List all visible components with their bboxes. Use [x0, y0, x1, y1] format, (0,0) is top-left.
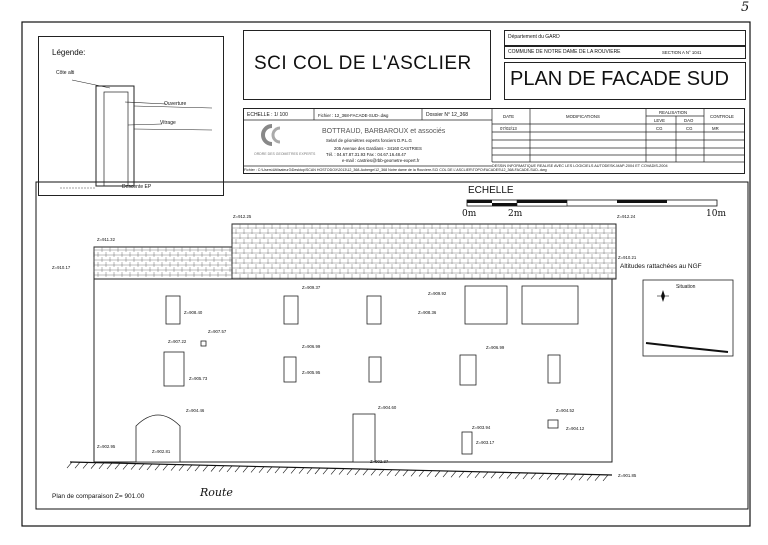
elevation-label: Z=905.73 — [189, 376, 208, 381]
plan-title-box — [504, 62, 746, 100]
elevation-label: Z=904.46 — [186, 408, 205, 413]
echelle-label: ECHELLE : 1/ 100 — [247, 112, 288, 118]
row-controle: MR — [712, 126, 719, 131]
leve-head: LEVE — [654, 118, 665, 123]
elevation-label: Z=912.24 — [617, 214, 636, 219]
scale-2: 2m — [508, 209, 523, 219]
elevation-label: Z=910.21 — [618, 255, 637, 260]
elevation-label: Z=910.17 — [52, 265, 71, 270]
elevation-label: Z=906.99 — [486, 345, 505, 350]
elevation-label: Z=907.57 — [208, 329, 227, 334]
logo-caption: ORDRE DES GEOMETRES EXPERTS — [254, 152, 316, 156]
elevation-label: Z=903.17 — [476, 440, 495, 445]
legend-box — [38, 36, 224, 196]
realisation-head: REALISATION — [659, 110, 688, 115]
info-block — [243, 108, 745, 174]
project-title-box — [243, 30, 491, 100]
legend-ouverture: Ouverture — [164, 101, 187, 107]
elevation-label: Z=908.40 — [184, 310, 203, 315]
plan-comparaison: Plan de comparaison Z= 901.00 — [52, 493, 145, 500]
elevation-label: Z=907.22 — [168, 339, 187, 344]
elevation-label: Z=909.92 — [428, 291, 447, 296]
elevation-label: Z=902.81 — [152, 449, 171, 454]
path-note: Fichier : C:\Users\Utilisateur3\Desktop\… — [244, 168, 547, 172]
software-note: DESSIN INFORMATIQUE REALISE AVEC LES LOG… — [492, 164, 668, 168]
elevation-label: Z=906.99 — [302, 344, 321, 349]
elevation-label: Z=909.37 — [302, 285, 321, 290]
row-date: 07/02/13 — [500, 126, 517, 131]
company-name: BOTTRAUD, BARBAROUX et associés — [322, 128, 446, 135]
elevation-label: Z=912.25 — [233, 214, 252, 219]
commune-box — [504, 46, 746, 59]
elevation-label: Z=902.37 — [370, 459, 389, 464]
elevation-label: Z=903.94 — [472, 425, 491, 430]
company-address: 205 Avenue des Gardians - 34160 CASTRIES — [334, 146, 422, 151]
ngf-note: Altitudes rattachées au NGF — [620, 263, 702, 270]
company-logo — [258, 124, 286, 146]
elevation-label: Z=904.52 — [556, 408, 575, 413]
project-title: SCI COL DE L'ASCLIER — [254, 53, 472, 74]
scale-10: 10m — [706, 209, 726, 219]
section: SECTION A N° 1041 — [662, 50, 702, 55]
departement: Département du GARD — [508, 34, 560, 40]
date-head: DATE — [503, 114, 515, 119]
row-dao: CG — [686, 126, 693, 131]
elevation-label: Z=902.95 — [97, 444, 116, 449]
company-email: e-mail : castries@rbb-geometre-expert.fr — [342, 158, 420, 163]
elevation-label: Z=904.12 — [566, 426, 585, 431]
situation-label: Situation — [676, 284, 696, 290]
elevation-label: Z=908.36 — [418, 310, 437, 315]
legend-cote-alti: Côte alti — [56, 70, 75, 76]
controle-head: CONTROLE — [710, 114, 734, 119]
plan-title: PLAN DE FACADE SUD — [510, 68, 729, 90]
company-phone: Tél. : 04.67.87.31.93 Fax : 04.67.16.48.… — [326, 152, 407, 157]
elevation-label: Z=904.60 — [378, 405, 397, 410]
dossier-label: Dossier N° 12_368 — [426, 112, 469, 118]
legend-title: Légende: — [52, 48, 86, 57]
page-number: 5 — [741, 0, 750, 15]
dao-head: DAO — [684, 118, 694, 123]
departement-box — [504, 30, 746, 46]
route-label: Route — [200, 486, 233, 499]
scale-0: 0m — [462, 209, 477, 219]
legend-vitrage: Vitrage — [160, 120, 176, 126]
fichier-label: Fichier : 12_368-FACADE-SUD-.dwg — [318, 113, 389, 118]
legend-descente: Descente EP — [122, 184, 152, 190]
elevation-label: Z=901.85 — [618, 473, 637, 478]
company-sub: Selarl de géomètres experts fonciers D.P… — [326, 138, 412, 143]
row-leve: CG — [656, 126, 663, 131]
elevation-label: Z=905.95 — [302, 370, 321, 375]
scale-title: ECHELLE — [468, 185, 514, 196]
elevation-label: Z=911.32 — [97, 237, 115, 242]
modifications-head: MODIFICATIONS — [566, 114, 600, 119]
commune: COMMUNE DE NOTRE DAME DE LA ROUVIERE — [508, 49, 621, 55]
